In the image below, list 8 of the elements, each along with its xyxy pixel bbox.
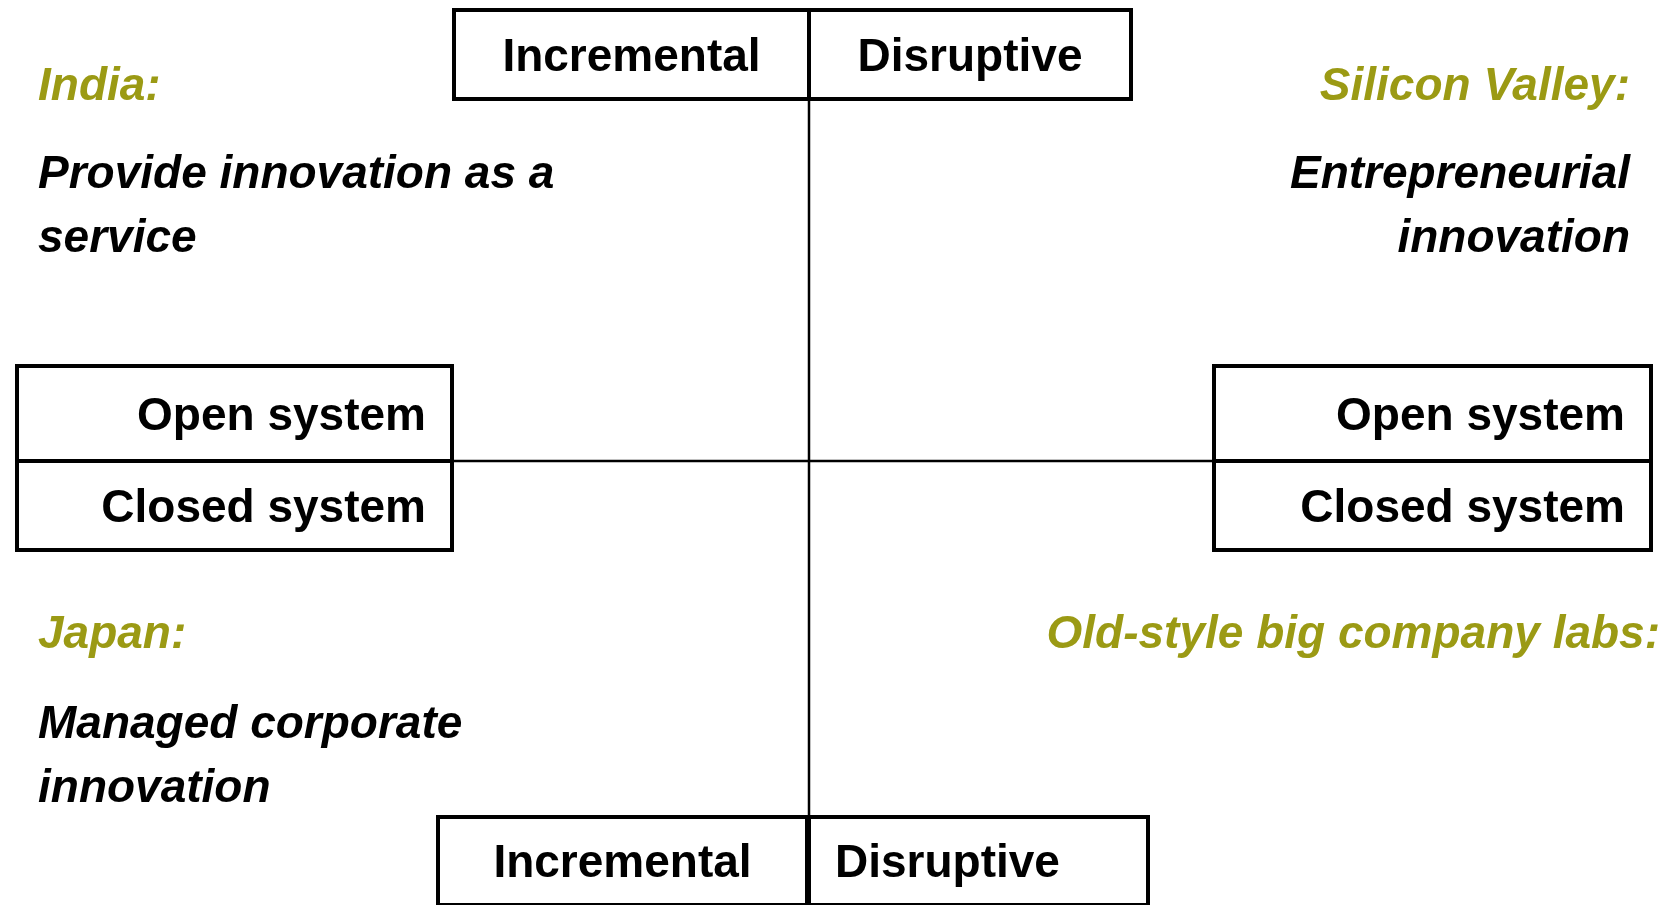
table-cell: Incremental: [436, 815, 809, 905]
table-cell: Disruptive: [807, 815, 1150, 905]
description-text: Provide innovation as a service: [38, 145, 556, 264]
description-text: Managed corporate innovation: [38, 695, 464, 814]
region-heading: Old-style big company labs:: [1045, 605, 1660, 660]
description-text: Entrepreneurial innovation: [1289, 145, 1630, 264]
region-heading: India:: [38, 57, 161, 112]
region-heading: Japan:: [38, 605, 187, 660]
